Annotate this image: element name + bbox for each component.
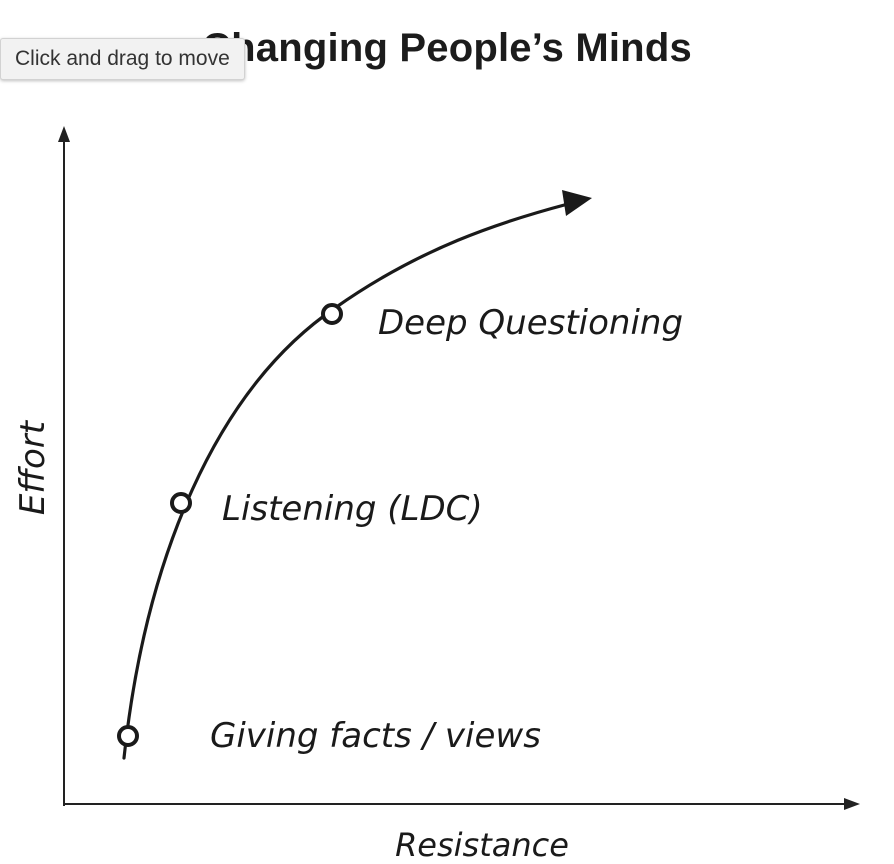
x-axis-label: Resistance <box>395 826 569 864</box>
curve-arrowhead-icon <box>562 190 592 216</box>
point-listening <box>170 492 192 514</box>
y-axis <box>58 126 70 806</box>
y-axis-arrow-icon <box>58 126 70 142</box>
label-giving-facts: Giving facts / views <box>210 716 541 756</box>
effort-curve <box>122 202 570 760</box>
page-title: Changing People’s Minds <box>202 26 692 70</box>
point-giving-facts <box>117 725 139 747</box>
label-listening: Listening (LDC) <box>222 489 483 529</box>
x-axis <box>64 798 860 810</box>
drag-tooltip[interactable]: Click and drag to move <box>0 38 245 80</box>
label-deep-questioning: Deep Questioning <box>378 303 683 343</box>
point-deep-questioning <box>321 303 343 325</box>
y-axis-label: Effort <box>13 419 53 515</box>
x-axis-arrow-icon <box>844 798 860 810</box>
